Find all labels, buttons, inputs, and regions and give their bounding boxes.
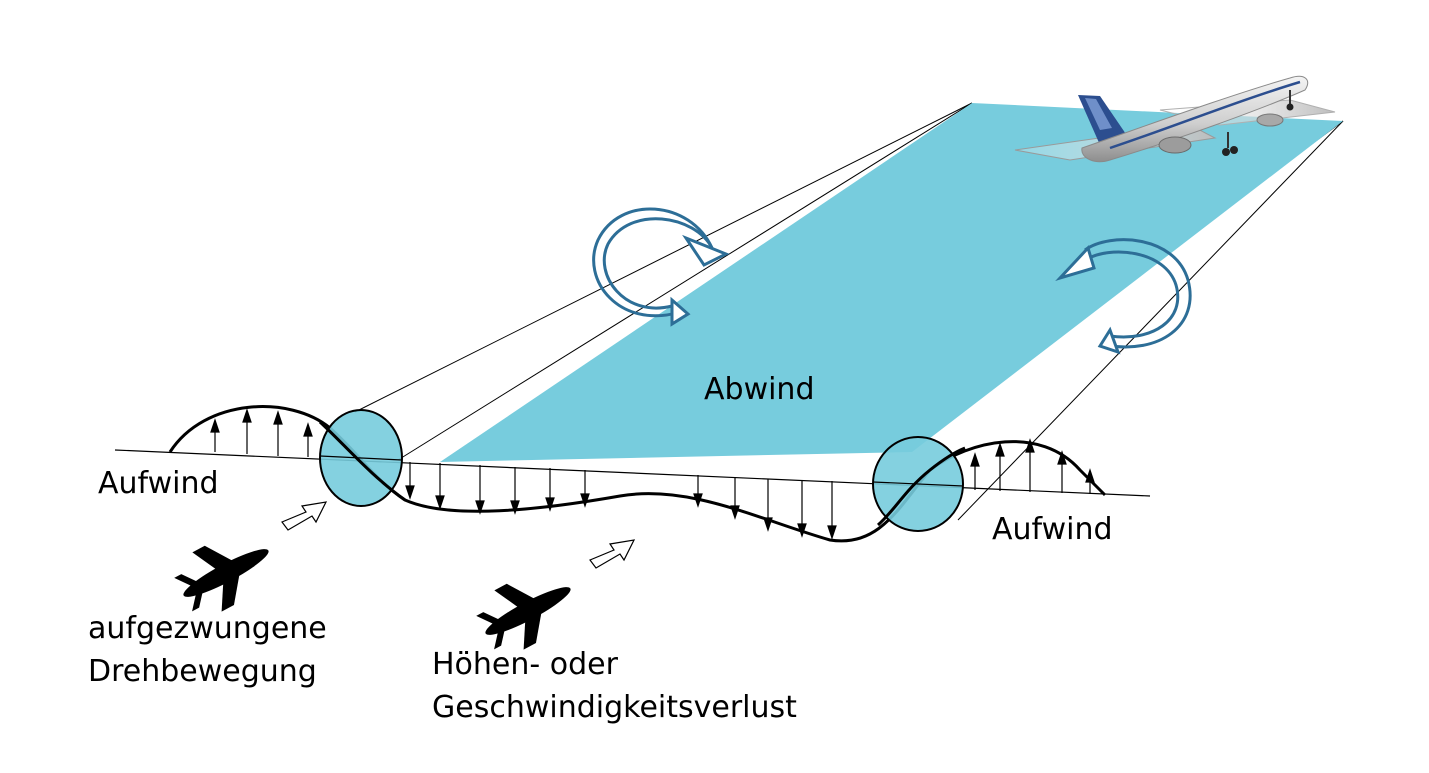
plane-silhouette-icon <box>174 545 269 612</box>
rotation-arrow-icon <box>1055 238 1192 355</box>
induced-roll-label: aufgezwungene Drehbewegung <box>88 607 327 693</box>
rotation-arrow-icon <box>592 207 730 327</box>
hollow-arrow-icon <box>281 501 328 531</box>
induced-roll-label-line2: Drehbewegung <box>88 654 317 689</box>
baseline <box>114 449 1151 497</box>
induced-roll-label-line1: aufgezwungene <box>88 611 327 646</box>
upwash-arrows-left <box>210 408 313 457</box>
upwash-label-left: Aufwind <box>98 466 219 501</box>
upwash-arrows-right <box>970 438 1095 494</box>
downwash-sheet <box>440 103 1343 462</box>
wake-edge-left <box>354 102 973 413</box>
downwash-arrows <box>405 462 837 540</box>
airliner-icon <box>1014 75 1336 163</box>
hollow-arrow-icon <box>589 539 636 569</box>
wake-edge-left-lower <box>397 102 973 461</box>
upwash-label-right: Aufwind <box>992 512 1113 547</box>
wake-edge-right-lower <box>957 120 1344 521</box>
altitude-speed-loss-label-line2: Geschwindigkeitsverlust <box>432 690 797 725</box>
altitude-speed-loss-label: Höhen- oder Geschwindigkeitsverlust <box>432 643 797 729</box>
altitude-speed-loss-label-line1: Höhen- oder <box>432 647 618 682</box>
plane-silhouette-icon <box>476 583 571 650</box>
downwash-label: Abwind <box>704 372 815 407</box>
